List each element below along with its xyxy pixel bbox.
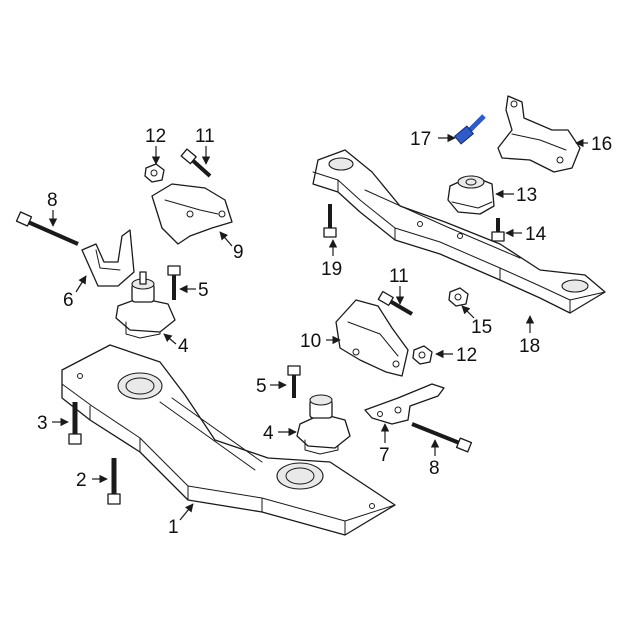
crossmember-rear[interactable] <box>312 149 606 314</box>
callout-18: 18 <box>519 336 540 357</box>
callout-10: 10 <box>300 331 321 352</box>
callout-9: 9 <box>233 242 244 263</box>
callout-8-lower: 8 <box>429 458 440 479</box>
transmission-bracket[interactable] <box>364 383 445 425</box>
transmission-support[interactable] <box>497 95 581 173</box>
nut-15[interactable] <box>448 287 469 307</box>
nut-12-upper[interactable] <box>144 163 165 183</box>
nut-12-lower[interactable] <box>412 345 433 365</box>
callout-2: 2 <box>76 470 87 491</box>
callout-7: 7 <box>379 445 390 466</box>
callout-19: 19 <box>321 259 342 280</box>
bolt-14[interactable] <box>491 218 505 242</box>
callout-5-lower: 5 <box>256 376 267 397</box>
bolt-8-lower[interactable] <box>411 422 473 453</box>
callout-16: 16 <box>591 134 612 155</box>
callout-4-upper: 4 <box>178 336 189 357</box>
callout-17: 17 <box>410 129 431 150</box>
bolt-2[interactable] <box>107 458 121 505</box>
callout-13: 13 <box>516 185 537 206</box>
callout-15: 15 <box>471 317 492 338</box>
bolt-19[interactable] <box>323 204 337 238</box>
callout-5-upper: 5 <box>198 280 209 301</box>
engine-mount-left[interactable] <box>115 271 176 339</box>
callout-11-upper: 11 <box>195 126 215 147</box>
callout-14: 14 <box>525 224 547 245</box>
callout-1: 1 <box>168 517 179 538</box>
callout-3: 3 <box>37 413 48 434</box>
callout-11-lower: 11 <box>389 266 409 287</box>
bolt-3[interactable] <box>68 402 82 445</box>
heat-shield-bracket[interactable] <box>81 229 135 287</box>
callout-4-lower: 4 <box>263 423 274 444</box>
callout-12-lower: 12 <box>456 345 477 366</box>
callout-8-upper: 8 <box>47 190 58 211</box>
transmission-mount[interactable] <box>447 175 495 215</box>
bolt-5-upper[interactable] <box>167 265 181 300</box>
callout-6: 6 <box>63 290 74 311</box>
engine-bracket-right[interactable] <box>335 299 409 377</box>
bolt-17-highlighted[interactable] <box>453 114 486 145</box>
callout-leaders <box>48 133 588 521</box>
bolt-8-upper[interactable] <box>15 211 79 246</box>
callout-12-upper: 12 <box>145 126 166 147</box>
callout-labels: 1 2 3 4 4 5 5 6 7 8 8 9 10 11 11 12 12 1… <box>37 126 612 538</box>
bolt-11-lower[interactable] <box>377 290 414 316</box>
bolt-11-upper[interactable] <box>180 148 212 178</box>
crossmember-front[interactable] <box>61 344 396 536</box>
engine-mount-right[interactable] <box>296 394 351 455</box>
engine-bracket-left[interactable] <box>151 183 233 245</box>
bolt-5-lower[interactable] <box>287 365 301 398</box>
